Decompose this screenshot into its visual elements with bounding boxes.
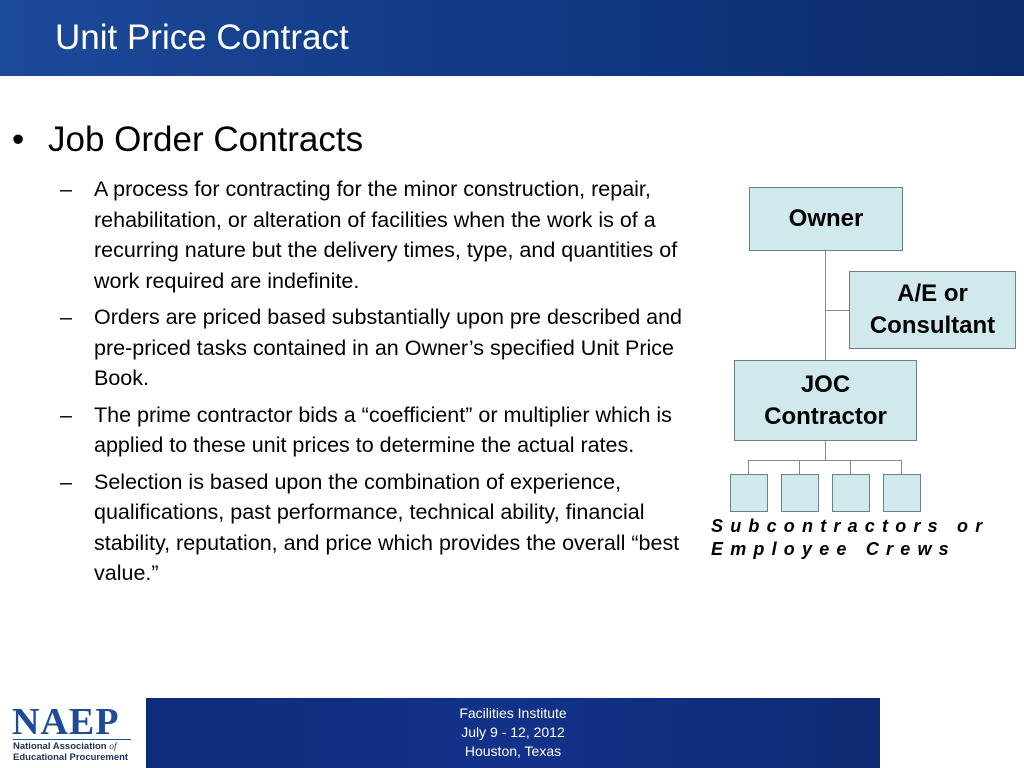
naep-logo: NAEP National Association of Educational… (0, 698, 146, 768)
logo-divider (13, 739, 131, 740)
crews-caption: Subcontractors or Employee Crews (711, 515, 989, 561)
footer-line2: July 9 - 12, 2012 (461, 724, 565, 740)
crew-box (781, 474, 819, 512)
consultant-box: A/E or Consultant (849, 271, 1016, 349)
contractor-box: JOC Contractor (734, 360, 917, 441)
dash-icon: – (60, 177, 72, 201)
connector-line (799, 460, 800, 474)
sub-bullet-text: A process for contracting for the minor … (94, 177, 678, 293)
footer-line3: Houston, Texas (464, 743, 562, 759)
naep-logo-text: NAEP (12, 701, 120, 743)
sub-bullet-item: – Orders are priced based substantially … (60, 302, 700, 394)
sub-bullet-text: Orders are priced based substantially up… (94, 305, 683, 390)
connector-line (825, 310, 849, 311)
connector-line (850, 460, 851, 474)
logo-sub-line1: National Association (13, 741, 107, 752)
sub-bullet-item: – A process for contracting for the mino… (60, 174, 700, 296)
contractor-label-line2: Contractor (764, 402, 887, 430)
connector-line (748, 460, 749, 474)
dash-icon: – (60, 469, 72, 494)
footer-bar: Facilities Institute July 9 - 12, 2012 H… (146, 698, 880, 768)
slide-header: Unit Price Contract (0, 0, 1024, 76)
consultant-label-line1: A/E or (897, 280, 968, 307)
sub-bullet-text: The prime contractor bids a “coefficient… (94, 402, 672, 458)
slide-title: Unit Price Contract (55, 18, 349, 57)
logo-sub-of: of (109, 742, 117, 752)
sub-bullet-item: – Selection is based upon the combinatio… (60, 467, 700, 589)
contractor-label-line1: JOC (800, 370, 851, 398)
owner-label: Owner (788, 205, 864, 232)
sub-bullet-text: Selection is based upon the combination … (94, 469, 680, 586)
connector-line (825, 440, 826, 460)
sub-bullet-item: – The prime contractor bids a “coefficie… (60, 400, 700, 461)
connector-line (748, 460, 902, 461)
crew-box (883, 474, 921, 512)
bullet-heading: Job Order Contracts (48, 120, 364, 159)
crews-caption-line1: Subcontractors or (711, 516, 990, 536)
footer-text: Facilities Institute July 9 - 12, 2012 H… (146, 704, 880, 761)
bullet-icon: • (12, 120, 25, 159)
connector-line (825, 250, 826, 360)
crews-caption-line2: Employee Crews (711, 539, 956, 559)
owner-box: Owner (749, 187, 903, 251)
sub-bullet-list: – A process for contracting for the mino… (60, 174, 700, 595)
naep-logo-subtitle: National Association of Educational Proc… (13, 741, 129, 763)
crew-box (730, 474, 768, 512)
footer-line1: Facilities Institute (459, 705, 567, 721)
connector-line (901, 460, 902, 474)
dash-icon: – (60, 402, 72, 427)
dash-icon: – (60, 305, 72, 329)
logo-sub-line2: Educational Procurement (13, 751, 129, 763)
consultant-label-line2: Consultant (869, 312, 996, 339)
crew-box (832, 474, 870, 512)
